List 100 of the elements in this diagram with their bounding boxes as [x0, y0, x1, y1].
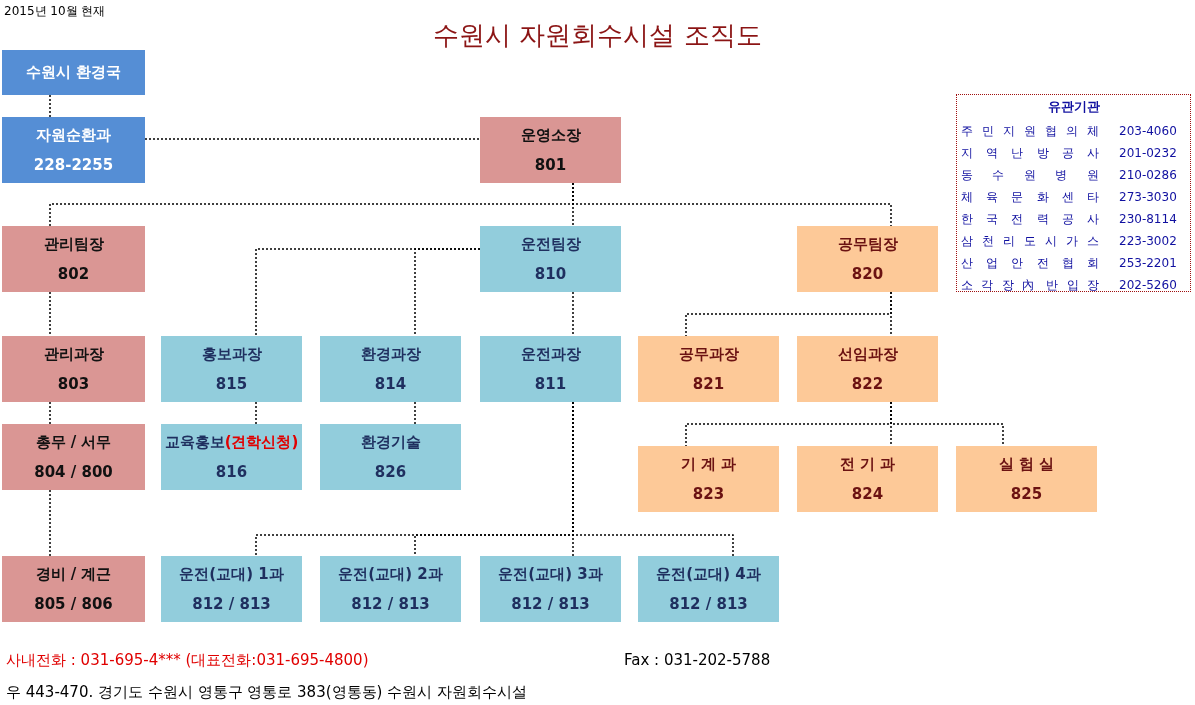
box-title: 경비 / 계근	[35, 565, 112, 585]
box-number: 228-2255	[33, 155, 114, 174]
box-title: 홍보과장	[201, 345, 262, 365]
connector-line	[49, 401, 51, 425]
org-box	[797, 336, 938, 402]
box-number: 802	[57, 264, 90, 283]
box-title: 운전과장	[520, 345, 581, 365]
connector-line	[572, 182, 892, 227]
org-box	[480, 556, 621, 622]
org-box	[320, 556, 461, 622]
box-title: 관리과장	[43, 345, 104, 365]
phone-number: 223-3002	[1119, 234, 1177, 248]
org-box	[2, 226, 145, 292]
connector-line	[49, 94, 51, 118]
connector-line	[49, 489, 51, 557]
agency-name: 동 수 원 병 원	[961, 166, 1099, 184]
box-title: 운전팀장	[520, 235, 581, 255]
connector-line	[890, 291, 892, 337]
box-number: 804 / 800	[34, 462, 113, 481]
org-box	[797, 446, 938, 512]
box-number: 812 / 813	[669, 594, 748, 613]
org-box	[2, 50, 145, 95]
box-title: 운전(교대) 4과	[656, 565, 761, 585]
box-title: 운전(교대) 1과	[179, 565, 284, 585]
agency-name: 지 역 난 방 공 사	[961, 144, 1099, 162]
box-title: 관리팀장	[43, 235, 104, 255]
org-box	[161, 556, 302, 622]
org-box	[2, 117, 145, 183]
box-title: 수원시 환경국	[25, 63, 122, 82]
phone-number: 253-2201	[1119, 256, 1177, 270]
org-box	[956, 446, 1097, 512]
box-number: 810	[534, 264, 567, 283]
connector-line	[572, 291, 574, 337]
contact-panel	[956, 94, 1191, 292]
agency-name: 한 국 전 력 공 사	[961, 210, 1099, 228]
connector-line	[414, 248, 481, 337]
box-title: 운전(교대) 3과	[498, 565, 603, 585]
box-number: 803	[57, 374, 90, 393]
phone-number: 202-5260	[1119, 278, 1177, 292]
box-title: 기 계 과	[680, 455, 737, 475]
box-number: 823	[692, 484, 725, 503]
org-box	[320, 336, 461, 402]
box-title: 환경기술	[360, 433, 421, 453]
box-number: 821	[692, 374, 725, 393]
box-number: 815	[215, 374, 248, 393]
org-box	[2, 336, 145, 402]
phone-number: 273-3030	[1119, 190, 1177, 204]
org-box	[480, 117, 621, 183]
org-box	[2, 424, 145, 490]
chart-title: 수원시 자원회수시설 조직도	[432, 19, 763, 52]
box-title: 공무팀장	[837, 235, 898, 255]
phone-note: 사내전화 : 031-695-4*** (대표전화:031-695-4800)	[6, 651, 369, 670]
connector-line	[414, 401, 416, 425]
connector-line	[890, 401, 1004, 447]
org-box	[638, 336, 779, 402]
box-number: 812 / 813	[351, 594, 430, 613]
phone-number: 203-4060	[1119, 124, 1177, 138]
phone-number: 210-0286	[1119, 168, 1177, 182]
box-number: 811	[534, 374, 567, 393]
box-title: 총무 / 서무	[35, 433, 112, 453]
box-title: 전 기 과	[839, 455, 896, 475]
agency-name: 소 각 장 內 반 입 장	[961, 276, 1099, 294]
box-title: 실 험 실	[998, 455, 1055, 475]
org-box	[480, 336, 621, 402]
org-box	[638, 446, 779, 512]
box-number: 820	[851, 264, 884, 283]
box-title: 운영소장	[520, 126, 581, 146]
agency-name: 산 업 안 전 협 회	[961, 254, 1099, 272]
box-title: 운전(교대) 2과	[338, 565, 443, 585]
box-title: 공무과장	[678, 345, 739, 365]
box-title: 교육홍보(견학신청)	[164, 433, 299, 453]
fax-note: Fax : 031-202-5788	[624, 651, 771, 669]
box-title: 자원순환과	[36, 126, 111, 146]
org-box	[638, 556, 779, 622]
agency-name: 삼 천 리 도 시 가 스	[961, 232, 1099, 250]
box-number: 812 / 813	[511, 594, 590, 613]
box-number: 822	[851, 374, 884, 393]
box-number: 825	[1010, 484, 1043, 503]
box-number: 812 / 813	[192, 594, 271, 613]
org-box	[161, 336, 302, 402]
box-number: 826	[374, 462, 407, 481]
connector-line	[49, 291, 51, 337]
phone-number: 230-8114	[1119, 212, 1177, 226]
org-box	[797, 226, 938, 292]
agency-name: 주 민 지 원 협 의 체	[961, 122, 1099, 140]
phone-number: 201-0232	[1119, 146, 1177, 160]
address-note: 우 443-470. 경기도 수원시 영통구 영통로 383(영통동) 수원시 자원회수시설	[6, 683, 527, 702]
box-title: 환경과장	[360, 345, 421, 365]
date-note: 2015년 10월 현재	[4, 3, 106, 20]
box-number: 824	[851, 484, 884, 503]
org-box	[480, 226, 621, 292]
box-title: 선임과장	[837, 345, 898, 365]
org-box	[320, 424, 461, 490]
connector-line	[572, 401, 734, 557]
box-number: 814	[374, 374, 407, 393]
box-number: 816	[215, 462, 248, 481]
box-number: 805 / 806	[34, 594, 113, 613]
panel-heading: 유관기관	[1046, 98, 1101, 116]
org-box	[2, 556, 145, 622]
connector-line	[255, 401, 257, 425]
